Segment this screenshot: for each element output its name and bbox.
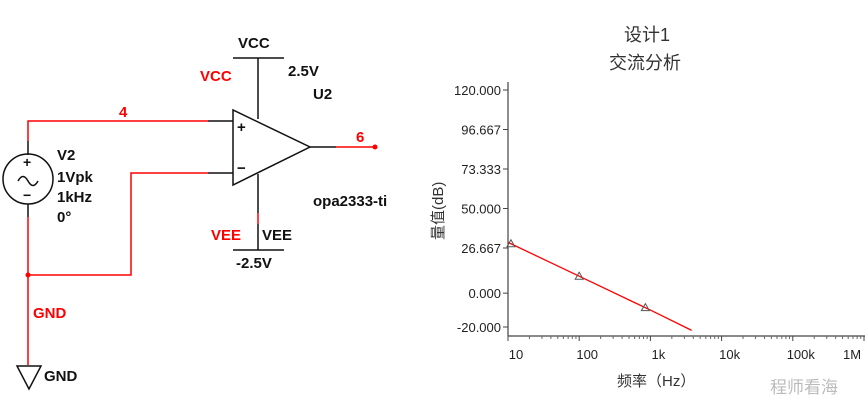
x-tick-label: 100k xyxy=(787,347,816,362)
sine-icon xyxy=(17,175,39,187)
vee-symbol-label: VEE xyxy=(262,227,292,244)
net-6-label: 6 xyxy=(356,129,364,146)
data-marker xyxy=(506,238,516,248)
vcc-net-label: VCC xyxy=(200,68,232,85)
x-tick-label: 100 xyxy=(576,347,598,362)
y-tick-label: 50.000 xyxy=(461,202,501,217)
x-tick-label: 1k xyxy=(652,347,666,362)
part-model: opa2333-ti xyxy=(313,193,387,210)
data-marker xyxy=(640,302,651,312)
wire-net-4[interactable] xyxy=(27,120,208,141)
wire-gnd-feedback[interactable] xyxy=(27,172,208,276)
y-axis-label: 量值(dB) xyxy=(430,182,447,240)
ground-icon xyxy=(15,365,43,391)
y-tick-label: 73.333 xyxy=(461,162,501,177)
net-4-label: 4 xyxy=(119,104,128,121)
chart-title: 设计1 xyxy=(624,25,670,45)
y-tick-label: 120.000 xyxy=(454,83,501,98)
gnd-net-label: GND xyxy=(33,305,67,322)
opamp-minus: − xyxy=(237,160,246,177)
data-marker xyxy=(574,271,585,280)
source-minus: − xyxy=(23,187,31,203)
opamp-symbol[interactable] xyxy=(232,108,312,187)
source-ref: V2 xyxy=(57,147,75,164)
x-tick-label: 1M xyxy=(843,347,861,362)
probe-dot[interactable] xyxy=(372,144,378,150)
opamp-plus: + xyxy=(237,119,246,136)
source-plus: + xyxy=(23,154,31,170)
y-tick-label: 0.000 xyxy=(468,286,501,301)
gnd-symbol-label: GND xyxy=(44,368,78,385)
ac-analysis-chart: 设计1 交流分析 频率（Hz） 量值(dB) 120.000 96.667 73.3… xyxy=(430,25,865,397)
y-tick-label: 96.667 xyxy=(461,122,501,137)
vcc-voltage: 2.5V xyxy=(288,63,319,80)
part-ref: U2 xyxy=(313,86,332,103)
series-line xyxy=(507,241,692,331)
source-amplitude: 1Vpk xyxy=(57,169,94,186)
vee-voltage: -2.5V xyxy=(236,255,272,272)
x-tick-label: 10k xyxy=(719,347,740,362)
y-tick-label: 26.667 xyxy=(461,241,501,256)
x-axis-label: 频率（Hz） xyxy=(617,373,695,390)
vee-net-label: VEE xyxy=(211,227,241,244)
watermark: 程师看海 xyxy=(770,378,838,397)
x-tick-label: 10 xyxy=(509,347,523,362)
vcc-symbol-label: VCC xyxy=(238,35,270,52)
source-phase: 0° xyxy=(57,209,71,226)
y-tick-label: -20.000 xyxy=(457,320,501,335)
chart-subtitle: 交流分析 xyxy=(609,53,681,73)
source-frequency: 1kHz xyxy=(57,189,92,206)
